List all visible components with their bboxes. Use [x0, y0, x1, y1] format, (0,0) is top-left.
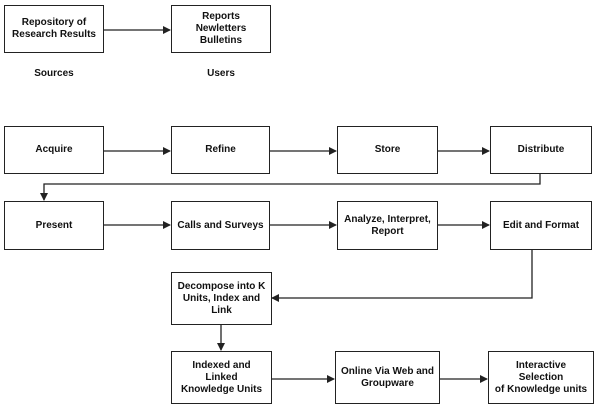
users-box: Reports Newletters Bulletins	[171, 5, 271, 53]
node-present: Present	[4, 201, 104, 250]
sources-caption: Sources	[34, 68, 74, 79]
arrow-distribute-to-present	[40, 174, 541, 201]
node-analyze-interpret-report: Analyze, Interpret, Report	[337, 201, 438, 250]
node-calls-and-surveys: Calls and Surveys	[171, 201, 270, 250]
node-acquire: Acquire	[4, 126, 104, 174]
node-indexed-and-linked: Indexed and Linked Knowledge Units	[171, 351, 272, 404]
node-distribute: Distribute	[490, 126, 592, 174]
source-box: Repository of Research Results	[4, 5, 104, 53]
node-refine: Refine	[171, 126, 270, 174]
node-decompose: Decompose into K Units, Index and Link	[171, 272, 272, 325]
node-interactive-selection: Interactive Selection of Knowledge units	[488, 351, 594, 404]
node-edit-and-format: Edit and Format	[490, 201, 592, 250]
users-caption: Users	[207, 68, 235, 79]
node-online-via-web: Online Via Web and Groupware	[335, 351, 440, 404]
arrow-edit-to-decompose	[271, 250, 533, 302]
node-store: Store	[337, 126, 438, 174]
